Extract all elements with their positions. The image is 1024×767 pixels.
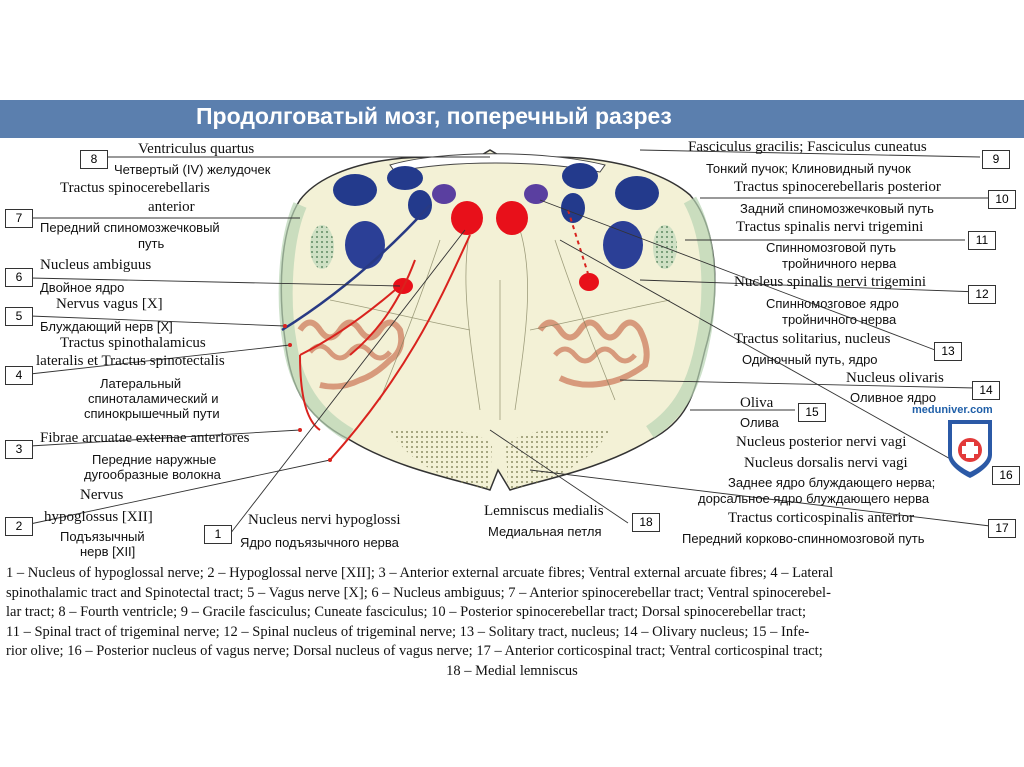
label-13-en: Tractus solitarius, nucleus (734, 331, 891, 347)
caption-line: lar tract; 8 – Fourth ventricle; 9 – Gra… (6, 604, 807, 620)
label-4-ru-3: спинокрышечный пути (84, 406, 220, 421)
label-7-en-2: anterior (148, 199, 195, 215)
caption-line: 11 – Spinal tract of trigeminal nerve; 1… (6, 623, 810, 640)
label-10-en: Tractus spinocerebellaris posterior (734, 179, 941, 195)
label-15-ru: Олива (740, 415, 779, 430)
label-number-16: 16 (992, 466, 1020, 485)
label-number-17: 17 (988, 519, 1016, 538)
label-7-en-1: Tractus spinocerebellaris (60, 180, 210, 196)
label-2-ru-2: нерв [XII] (80, 544, 136, 559)
label-17-ru: Передний корково-спинномозговой путь (682, 531, 925, 546)
label-number-1: 1 (204, 525, 232, 544)
title-banner (0, 100, 1024, 138)
label-18-en: Lemniscus medialis (484, 503, 604, 519)
caption-line: spinothalamic tract and Spinotectal trac… (6, 584, 831, 601)
label-12-ru-1: Спинномозговое ядро (766, 296, 899, 311)
label-6-ru: Двойное ядро (40, 280, 125, 295)
label-4-ru-2: спиноталамический и (88, 391, 219, 406)
label-2-en-2: hypoglossus [XII] (44, 509, 153, 525)
label-number-9: 9 (982, 150, 1010, 169)
label-number-18: 18 (632, 513, 660, 532)
label-6-en: Nucleus ambiguus (40, 257, 152, 273)
label-3-ru-1: Передние наружные (92, 452, 217, 467)
label-1-ru: Ядро подъязычного нерва (240, 535, 399, 550)
label-number-8: 8 (80, 150, 108, 169)
label-number-4: 4 (5, 366, 33, 385)
label-1-en: Nucleus nervi hypoglossi (248, 512, 401, 528)
label-14-ru: Оливное ядро (850, 390, 937, 405)
label-11-ru-1: Спинномозговой путь (766, 240, 897, 255)
label-14-en: Nucleus olivaris (846, 370, 944, 386)
label-16-ru-1: Заднее ядро блуждающего нерва; (728, 475, 936, 490)
label-9-ru: Тонкий пучок; Клиновидный пучок (706, 161, 911, 176)
label-4-en-1: Tractus spinothalamicus (60, 335, 206, 351)
page-title: Продолговатый мозг, поперечный разрез (196, 103, 672, 129)
label-16-en-1: Nucleus posterior nervi vagi (736, 434, 907, 450)
label-number-12: 12 (968, 285, 996, 304)
label-16-ru-2: дорсальное ядро блуждающего нерва (698, 491, 930, 506)
label-number-11: 11 (968, 231, 996, 250)
label-2-en-1: Nervus (80, 487, 124, 503)
label-number-2: 2 (5, 517, 33, 536)
label-number-14: 14 (972, 381, 1000, 400)
caption-line: 1 – Nucleus of hypoglossal nerve; 2 – Hy… (6, 565, 834, 581)
label-number-13: 13 (934, 342, 962, 361)
label-16-en-2: Nucleus dorsalis nervi vagi (744, 455, 908, 471)
label-number-15: 15 (798, 403, 826, 422)
label-5-ru: Блуждающий нерв [X] (40, 319, 173, 334)
label-number-10: 10 (988, 190, 1016, 209)
label-17-en: Tractus corticospinalis anterior (728, 510, 915, 526)
meduniver-logo (948, 420, 992, 478)
label-8-ru: Четвертый (IV) желудочек (114, 162, 271, 177)
label-3-en: Fibrae arcuatae externae anteriores (40, 430, 250, 446)
label-number-7: 7 (5, 209, 33, 228)
label-3-ru-2: дугообразные волокна (84, 467, 221, 482)
label-15-en: Oliva (740, 395, 774, 411)
label-number-3: 3 (5, 440, 33, 459)
label-7-ru-2: путь (138, 236, 165, 251)
label-number-6: 6 (5, 268, 33, 287)
label-12-ru-2: тройничного нерва (782, 312, 897, 327)
caption-line: rior olive; 16 – Posterior nucleus of va… (6, 643, 823, 659)
site-watermark[interactable]: meduniver.com (912, 404, 993, 416)
label-number-5: 5 (5, 307, 33, 326)
label-2-ru-1: Подъязычный (60, 529, 145, 544)
label-13-ru: Одиночный путь, ядро (742, 352, 878, 367)
label-8-en: Ventriculus quartus (138, 141, 255, 157)
label-5-en: Nervus vagus [X] (56, 296, 163, 312)
caption-line: 18 – Medial lemniscus (446, 662, 578, 679)
label-18-ru: Медиальная петля (488, 524, 602, 539)
label-9-en: Fasciculus gracilis; Fasciculus cuneatus (688, 139, 927, 155)
label-12-en: Nucleus spinalis nervi trigemini (734, 274, 927, 290)
label-10-ru: Задний спиномозжечковый путь (740, 201, 934, 216)
label-7-ru-1: Передний спиномозжечковый (40, 220, 220, 235)
figure-caption: 1 – Nucleus of hypoglossal nerve; 2 – Hy… (6, 564, 1018, 681)
label-11-en: Tractus spinalis nervi trigemini (736, 219, 924, 235)
label-4-en-2: lateralis et Tractus spinotectalis (36, 353, 225, 369)
label-4-ru-1: Латеральный (100, 376, 182, 391)
label-11-ru-2: тройничного нерва (782, 256, 897, 271)
